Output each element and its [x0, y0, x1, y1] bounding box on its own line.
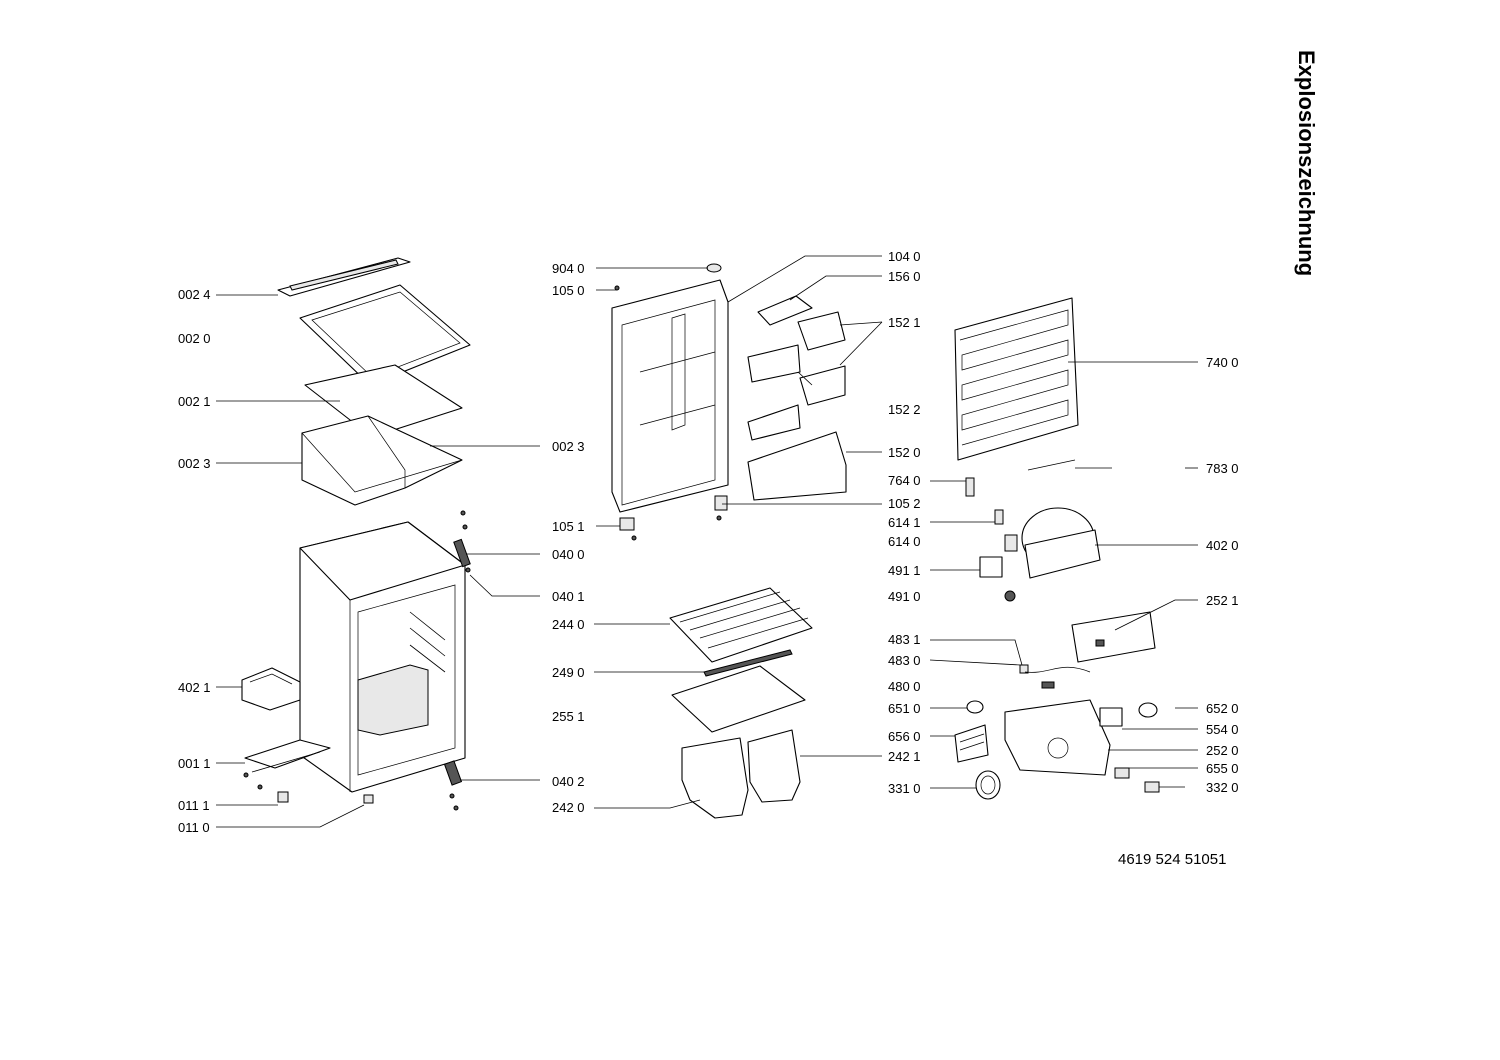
- label-002-3-right: 002 3: [552, 439, 585, 454]
- label-040-1: 040 1: [552, 589, 585, 604]
- label-252-0: 252 0: [1206, 743, 1239, 758]
- label-104-0: 104 0: [888, 249, 921, 264]
- top-cover-group: [277, 257, 471, 506]
- label-740-0: 740 0: [1206, 355, 1239, 370]
- label-249-0: 249 0: [552, 665, 585, 680]
- left-small-parts: [241, 510, 471, 811]
- leader-lines: [216, 255, 1198, 828]
- label-783-0: 783 0: [1206, 461, 1239, 476]
- label-152-0: 152 0: [888, 445, 921, 460]
- door-group: [611, 263, 847, 541]
- label-040-2: 040 2: [552, 774, 585, 789]
- label-156-0: 156 0: [888, 269, 921, 284]
- label-483-0: 483 0: [888, 653, 921, 668]
- label-402-0: 402 0: [1206, 538, 1239, 553]
- shelf-and-crisper-group: [669, 587, 813, 819]
- label-554-0: 554 0: [1206, 722, 1239, 737]
- label-255-1: 255 1: [552, 709, 585, 724]
- part-labels: 002 4 002 0 002 1 002 3 402 1 001 1 011 …: [178, 249, 1239, 835]
- label-480-0: 480 0: [888, 679, 921, 694]
- label-656-0: 656 0: [888, 729, 921, 744]
- label-652-0: 652 0: [1206, 701, 1239, 716]
- label-011-1: 011 1: [178, 798, 210, 813]
- cabinet-body: [299, 521, 466, 793]
- label-242-1: 242 1: [888, 749, 921, 764]
- label-483-1: 483 1: [888, 632, 921, 647]
- label-002-3-left: 002 3: [178, 456, 211, 471]
- label-331-0: 331 0: [888, 781, 921, 796]
- label-105-2: 105 2: [888, 496, 921, 511]
- condenser-group: [954, 297, 1079, 497]
- label-011-0: 011 0: [178, 820, 210, 835]
- label-001-1: 001 1: [178, 756, 211, 771]
- label-491-1: 491 1: [888, 563, 921, 578]
- label-152-2: 152 2: [888, 402, 921, 417]
- label-152-1: 152 1: [888, 315, 921, 330]
- label-105-1: 105 1: [552, 519, 585, 534]
- label-040-0: 040 0: [552, 547, 585, 562]
- label-105-0: 105 0: [552, 283, 585, 298]
- compressor-group: [979, 507, 1101, 602]
- label-002-4: 002 4: [178, 287, 211, 302]
- label-614-1: 614 1: [888, 515, 921, 530]
- label-904-0: 904 0: [552, 261, 585, 276]
- label-764-0: 764 0: [888, 473, 921, 488]
- document-number: 4619 524 51051: [1118, 851, 1227, 868]
- label-402-1: 402 1: [178, 680, 211, 695]
- label-002-1: 002 1: [178, 394, 211, 409]
- label-614-0: 614 0: [888, 534, 921, 549]
- label-252-1: 252 1: [1206, 593, 1239, 608]
- label-491-0: 491 0: [888, 589, 921, 604]
- label-244-0: 244 0: [552, 617, 585, 632]
- label-651-0: 651 0: [888, 701, 921, 716]
- label-002-0: 002 0: [178, 331, 211, 346]
- label-242-0: 242 0: [552, 800, 585, 815]
- label-332-0: 332 0: [1206, 780, 1239, 795]
- label-655-0: 655 0: [1206, 761, 1239, 776]
- thermostat-light-group: [954, 611, 1160, 800]
